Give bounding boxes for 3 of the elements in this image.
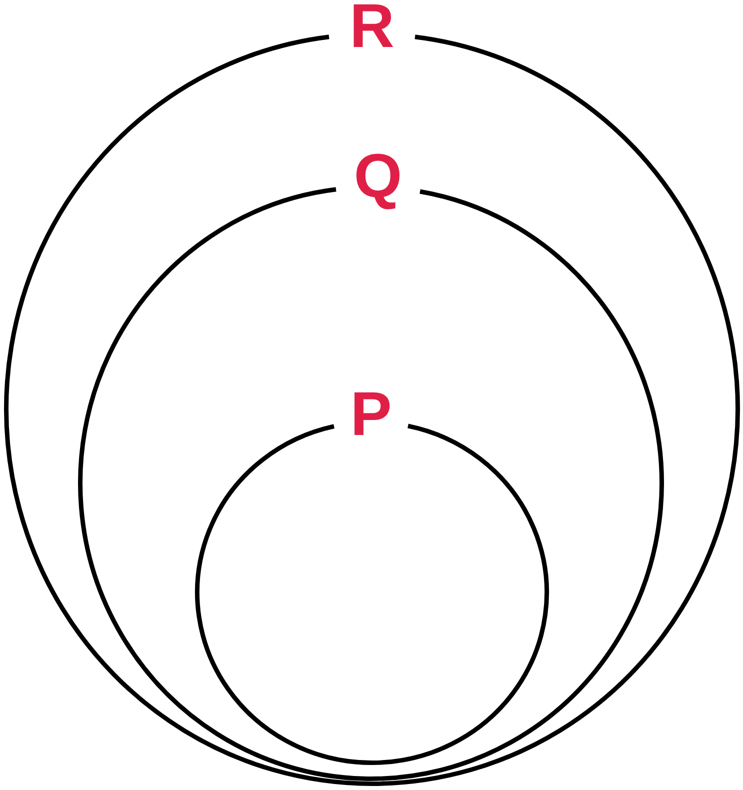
set-label: Q <box>354 146 402 208</box>
set-label: P <box>350 384 392 446</box>
set-label: R <box>350 0 394 58</box>
